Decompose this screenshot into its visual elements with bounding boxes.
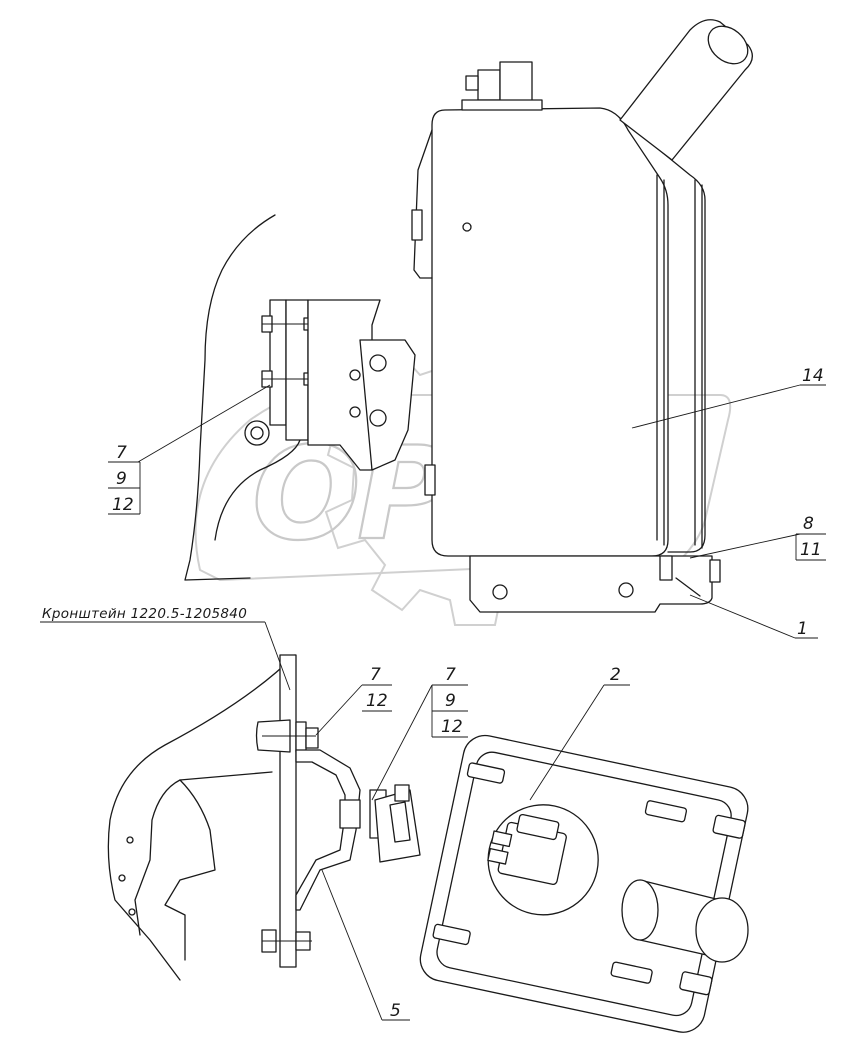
base-bolt-right xyxy=(618,582,634,598)
leader-7-9-12-upper xyxy=(137,384,271,463)
tank-strap-end-2 xyxy=(679,971,713,996)
callout-8: 8 xyxy=(803,514,814,534)
bent-bracket-5 xyxy=(295,749,361,911)
tank-straps xyxy=(656,174,703,549)
upper-view xyxy=(184,19,753,613)
callout-7-lower-left: 7 xyxy=(370,665,381,685)
bracket-nut-bottom xyxy=(369,409,387,427)
bracket-nut-top xyxy=(369,354,387,372)
tank-left-strap xyxy=(413,129,433,279)
cab-wall-outline xyxy=(107,654,296,981)
bracket-nut-left-bottom xyxy=(349,406,361,418)
leader-lines xyxy=(40,384,826,1021)
wall-plate xyxy=(279,654,297,968)
callout-5: 5 xyxy=(390,1001,401,1021)
bracket-nut-left-top xyxy=(349,369,361,381)
callout-12-upper: 12 xyxy=(112,495,134,515)
leader-1 xyxy=(689,594,796,639)
callout-14: 14 xyxy=(802,366,824,386)
tank-top-view xyxy=(419,734,749,1033)
callout-7-lower-mid: 7 xyxy=(445,665,456,685)
strap-clamp-lower xyxy=(424,464,436,496)
strap-clamp xyxy=(411,209,423,241)
callout-labels: 7 9 12 14 8 11 1 Кронштейн 1220.5-120584… xyxy=(42,366,824,1021)
tank-connector-pin-1 xyxy=(490,830,513,848)
callout-12-lower-left: 12 xyxy=(366,691,388,711)
callout-12-lower-mid: 12 xyxy=(441,717,463,737)
cab-hole-2 xyxy=(118,874,126,882)
tank-strap-end-1 xyxy=(712,814,746,839)
callout-9-lower-mid: 9 xyxy=(445,691,456,711)
top-clamp xyxy=(255,719,319,753)
base-nut-8 xyxy=(659,555,673,581)
fender-inner-contour xyxy=(214,439,301,541)
callout-1: 1 xyxy=(797,619,808,639)
filler-neck xyxy=(619,19,753,161)
cab-wall-cutout xyxy=(164,779,216,961)
cab-wall-inner xyxy=(134,771,273,936)
cab-hole-3 xyxy=(128,908,136,916)
bracket-caption: Кронштейн 1220.5-1205840 xyxy=(42,606,247,622)
tank-strap-1 xyxy=(466,762,506,784)
leader-8-11 xyxy=(689,533,801,559)
filler-cylinder xyxy=(621,879,749,963)
clamp-assembly xyxy=(374,784,421,863)
tank-connector-cap xyxy=(516,813,560,841)
leader-5 xyxy=(321,869,383,1021)
callout-11: 11 xyxy=(800,540,822,560)
lower-view xyxy=(107,654,749,1033)
cab-hole-1 xyxy=(126,836,134,844)
fender-contour xyxy=(184,214,276,581)
base-nut-11 xyxy=(709,559,721,583)
bracket-bolt-head xyxy=(339,799,361,829)
lower-bolt xyxy=(261,929,312,953)
leader-7-9-12-lower xyxy=(371,684,433,801)
leader-14 xyxy=(631,384,801,429)
callout-2: 2 xyxy=(610,665,621,685)
tank-strap-4 xyxy=(610,961,653,984)
base-bolt-left xyxy=(492,584,508,600)
bracket-tab xyxy=(359,339,416,471)
tank-side xyxy=(619,117,706,553)
callout-9-upper: 9 xyxy=(116,469,127,489)
tank-rivet xyxy=(462,222,472,232)
leader-7-12 xyxy=(315,684,363,736)
tank-strap-3 xyxy=(432,923,471,946)
tank-top-circle xyxy=(487,804,599,916)
tank-strap-2 xyxy=(644,800,688,823)
leader-2 xyxy=(529,684,605,801)
tank-connector-pin-2 xyxy=(487,847,509,865)
tank-base-frame xyxy=(469,555,713,613)
tank-body xyxy=(431,107,669,557)
fender-hole-inner xyxy=(250,426,264,440)
top-connector xyxy=(461,61,543,111)
fender-hole xyxy=(244,420,270,446)
callout-7-upper: 7 xyxy=(116,443,127,463)
base-leg xyxy=(675,577,701,597)
